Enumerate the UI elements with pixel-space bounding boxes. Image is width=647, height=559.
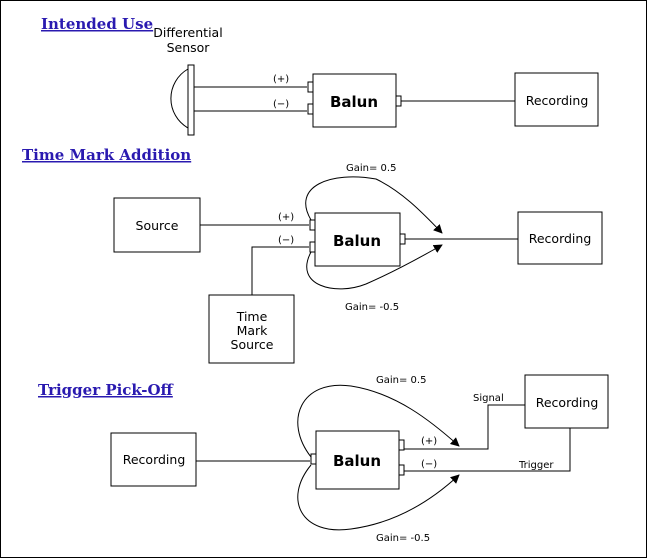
d2-timemark-line2: Mark	[237, 323, 269, 338]
d1-recording-box	[514, 72, 599, 127]
d2-timemark-line1: Time	[236, 309, 268, 324]
d2-balun-port-minus	[309, 241, 316, 253]
d2-balun-port-plus	[309, 219, 316, 231]
section-title-intended-use: Intended Use	[41, 15, 153, 33]
d3-wire-signal	[404, 404, 525, 450]
d3-balun-port-plus	[398, 439, 405, 451]
d2-balun-label: Balun	[333, 232, 381, 250]
d3-recording-left-box	[110, 432, 197, 487]
d1-minus-label: (−)	[273, 99, 289, 110]
d2-gain-bottom-path	[306, 244, 443, 290]
d2-balun-box	[314, 212, 401, 267]
sensor-label-line1: Differential	[153, 25, 222, 40]
d3-gain-top-label: Gain= 0.5	[376, 375, 426, 386]
d2-recording-label: Recording	[529, 231, 592, 246]
d3-signal-label: Signal	[473, 393, 504, 404]
d2-recording-box	[517, 211, 603, 265]
d2-timemark-line3: Source	[231, 337, 274, 352]
d2-minus-label: (−)	[278, 235, 294, 246]
d3-balun-label: Balun	[333, 452, 381, 470]
d2-balun-port-out	[399, 233, 406, 245]
d3-balun-box	[315, 430, 400, 490]
d1-balun-port-plus	[307, 81, 314, 93]
d2-timemark-box	[208, 294, 295, 364]
d1-recording-label: Recording	[526, 93, 589, 108]
d3-plus-label: (+)	[421, 436, 437, 447]
section-title-time-mark: Time Mark Addition	[22, 146, 191, 164]
sensor-dome	[170, 68, 189, 129]
d3-balun-port-minus	[398, 464, 405, 476]
d2-wire-minus	[251, 246, 309, 295]
d1-balun-box	[312, 73, 397, 128]
d3-gain-bottom-path	[297, 464, 460, 531]
d2-gain-bottom-label: Gain= -0.5	[345, 302, 399, 313]
d1-balun-port-minus	[307, 103, 314, 115]
d2-gain-top-label: Gain= 0.5	[346, 163, 396, 174]
d3-minus-label: (−)	[421, 459, 437, 470]
d1-balun-label: Balun	[330, 93, 378, 111]
d2-source-label: Source	[136, 218, 179, 233]
d1-plus-label: (+)	[273, 74, 289, 85]
section-title-trigger: Trigger Pick-Off	[38, 381, 175, 399]
sensor-plate	[187, 64, 195, 136]
d3-wire-trigger	[404, 428, 571, 472]
sensor-label-line2: Sensor	[167, 40, 211, 55]
d2-gain-top-path	[305, 176, 443, 234]
d3-gain-bottom-label: Gain= -0.5	[376, 533, 430, 544]
d2-plus-label: (+)	[278, 212, 294, 223]
d3-recording-right-label: Recording	[536, 395, 599, 410]
d3-trigger-label: Trigger	[518, 460, 554, 471]
d3-recording-left-label: Recording	[123, 452, 186, 467]
d3-balun-port-in	[310, 453, 317, 465]
d1-balun-port-out	[395, 95, 402, 107]
d2-source-box	[113, 197, 201, 253]
d3-recording-right-box	[524, 374, 609, 429]
d3-gain-top-path	[297, 384, 460, 458]
